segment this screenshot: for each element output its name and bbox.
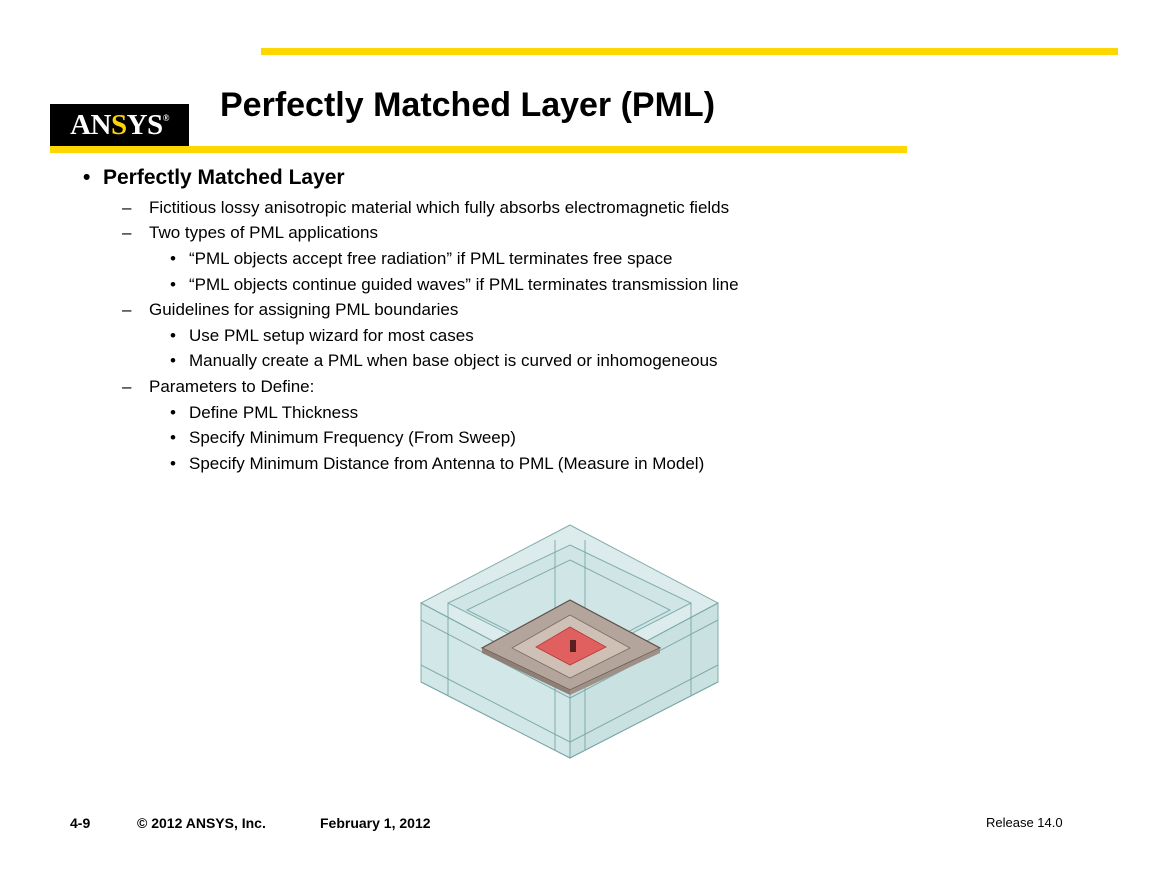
bullet-dot-icon: •	[170, 326, 176, 345]
title-underline-bar	[50, 146, 907, 153]
sub-bullet-item: • Specify Minimum Frequency (From Sweep)	[170, 428, 516, 447]
sub-bullet-item: • Specify Minimum Distance from Antenna …	[170, 454, 705, 473]
sub-bullet-item: • “PML objects accept free radiation” if…	[170, 249, 673, 268]
sub-bullet-item: • Manually create a PML when base object…	[170, 351, 718, 370]
bullet-dot-icon: •	[170, 275, 176, 294]
bullet-item: – Guidelines for assigning PML boundarie…	[122, 300, 459, 319]
bullet-dot-icon: •	[170, 428, 176, 447]
dash-icon: –	[122, 198, 132, 217]
footer-release: Release 14.0	[986, 815, 1063, 830]
dash-icon: –	[122, 223, 132, 242]
bullet-dot-icon: •	[170, 351, 176, 370]
bullet-item: – Two types of PML applications	[122, 223, 378, 242]
bullet-heading: • Perfectly Matched Layer	[83, 166, 345, 189]
footer-copyright: © 2012 ANSYS, Inc.	[137, 815, 266, 831]
sub-bullet-item: • Define PML Thickness	[170, 403, 359, 422]
top-accent-bar	[261, 48, 1118, 55]
sub-bullet-item: • “PML objects continue guided waves” if…	[170, 275, 739, 294]
pml-box-diagram	[419, 524, 720, 759]
ansys-logo: ANSYS®	[50, 104, 189, 146]
bullet-dot-icon: •	[170, 454, 176, 473]
slide-title: Perfectly Matched Layer (PML)	[220, 86, 716, 124]
bullet-dot-icon: •	[170, 249, 176, 268]
bullet-dot-icon: •	[83, 166, 91, 189]
dash-icon: –	[122, 300, 132, 319]
footer-page-number: 4-9	[70, 815, 91, 831]
bullet-dot-icon: •	[170, 403, 176, 422]
footer-date: February 1, 2012	[320, 815, 431, 831]
patch-antenna	[535, 626, 607, 666]
pml-model-illustration	[415, 520, 725, 770]
dash-icon: –	[122, 377, 132, 396]
bullet-item: – Fictitious lossy anisotropic material …	[122, 198, 730, 217]
bullet-item: – Parameters to Define:	[122, 377, 315, 396]
sub-bullet-item: • Use PML setup wizard for most cases	[170, 326, 474, 345]
